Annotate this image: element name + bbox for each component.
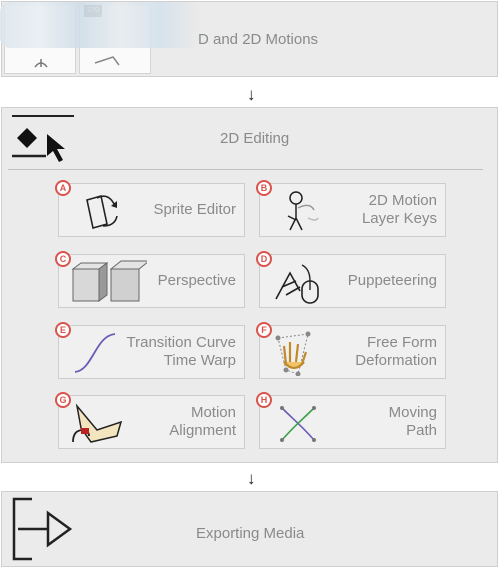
card-label: 2D Motion Layer Keys <box>361 192 437 227</box>
section-title-exporting-media: Exporting Media <box>196 525 305 542</box>
card-label: Puppeteering <box>347 272 437 289</box>
badge-b: B <box>256 180 272 196</box>
character-icon <box>34 59 48 68</box>
badge-e: E <box>55 322 71 338</box>
badge-a: A <box>55 180 71 196</box>
badge-g: G <box>55 392 71 408</box>
card-puppeteering[interactable]: Puppeteering <box>259 254 446 308</box>
card-label: Motion Alignment <box>169 404 236 439</box>
perspective-cubes-icon <box>71 260 147 302</box>
card-label: Transition Curve Time Warp <box>126 334 236 369</box>
card-sprite-editor[interactable]: Sprite Editor <box>58 183 245 237</box>
puppet-mouse-icon <box>275 264 319 304</box>
section-divider <box>8 169 483 170</box>
card-transition-curve-time-warp[interactable]: Transition Curve Time Warp <box>58 325 245 379</box>
foot-align-icon <box>72 403 123 443</box>
curve-icon <box>74 333 116 373</box>
section-exporting-media <box>1 491 498 567</box>
down-arrow-icon: ↓ <box>247 85 256 104</box>
section-title-2d-motions: D and 2D Motions <box>198 31 319 48</box>
card-motion-alignment[interactable]: Motion Alignment <box>58 395 245 449</box>
card-label: Moving Path <box>388 404 437 439</box>
card-label: Free Form Deformation <box>355 334 437 369</box>
badge-f: F <box>256 322 272 338</box>
blurred-overlay <box>0 2 200 48</box>
character-layer-icon <box>287 191 319 231</box>
deform-hand-icon <box>275 331 311 376</box>
card-label: Sprite Editor <box>153 201 236 218</box>
badge-d: D <box>256 251 272 267</box>
card-label: Perspective <box>157 272 236 289</box>
badge-h: H <box>256 392 272 408</box>
export-icon <box>12 497 73 561</box>
down-arrow-icon: ↓ <box>247 469 256 488</box>
edit-cursor-icon <box>12 115 74 162</box>
section-title-2d-editing: 2D Editing <box>220 130 290 147</box>
sprite-rotate-icon <box>86 194 118 230</box>
card-free-form-deformation[interactable]: Free Form Deformation <box>259 325 446 379</box>
card-perspective[interactable]: Perspective <box>58 254 245 308</box>
card-moving-path[interactable]: Moving Path <box>259 395 446 449</box>
card-2d-motion-layer-keys[interactable]: 2D Motion Layer Keys <box>259 183 446 237</box>
badge-c: C <box>55 251 71 267</box>
path-cross-icon <box>280 406 316 442</box>
camera-icon <box>94 56 120 66</box>
